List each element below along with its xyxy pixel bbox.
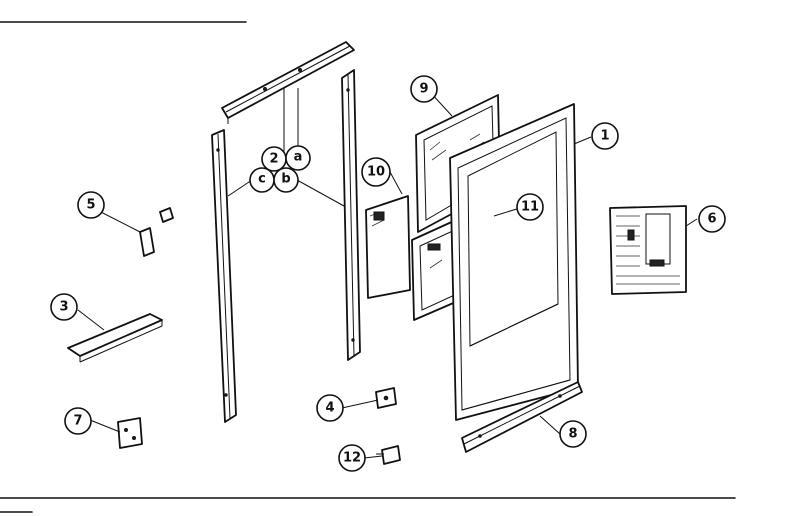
callout-label: 4: [325, 401, 334, 416]
callout-label: 11: [521, 200, 539, 215]
leader-lines: [77, 88, 698, 459]
callout-4: 4: [316, 394, 344, 422]
mounting-plate: [117, 417, 143, 449]
callout-8: 8: [559, 420, 587, 448]
callout-5: 5: [77, 191, 105, 219]
callout-label: b: [281, 172, 290, 187]
callout-9: 9: [410, 75, 438, 103]
callout-label: 12: [343, 451, 361, 466]
callout-10: 10: [361, 157, 391, 187]
callout-label: a: [294, 150, 303, 165]
instruction-sheet: [609, 205, 687, 295]
callout-6: 6: [698, 205, 726, 233]
callout-1: 1: [591, 122, 619, 150]
callout-label: 5: [86, 198, 95, 213]
main-door-frame: [449, 103, 579, 421]
bracket-part: [375, 387, 397, 409]
callout-b: b: [273, 167, 299, 193]
callout-7: 7: [64, 407, 92, 435]
callout-12: 12: [338, 444, 366, 472]
callout-a: a: [285, 145, 311, 171]
callout-label: 3: [59, 300, 68, 315]
callout-3: 3: [50, 293, 78, 321]
callout-label: 6: [707, 212, 716, 227]
clip-part: [376, 445, 401, 465]
callout-c: c: [249, 167, 275, 193]
handle-part: [139, 207, 174, 257]
callout-label: c: [258, 172, 266, 187]
callout-label: 8: [568, 427, 577, 442]
right-side-jamb: [341, 69, 361, 361]
bottom-sweep: [461, 381, 583, 453]
callout-label: 2: [269, 152, 278, 167]
callout-label: 1: [600, 129, 609, 144]
callout-label: 7: [73, 414, 82, 429]
left-side-jamb: [211, 129, 237, 423]
callout-label: 9: [419, 82, 428, 97]
callout-2: 2: [261, 146, 287, 172]
screen-panel: [365, 195, 411, 299]
callout-label: 10: [367, 165, 385, 180]
wood-bar: [67, 313, 163, 363]
callout-11: 11: [516, 193, 544, 221]
top-header-rail: [221, 41, 355, 124]
